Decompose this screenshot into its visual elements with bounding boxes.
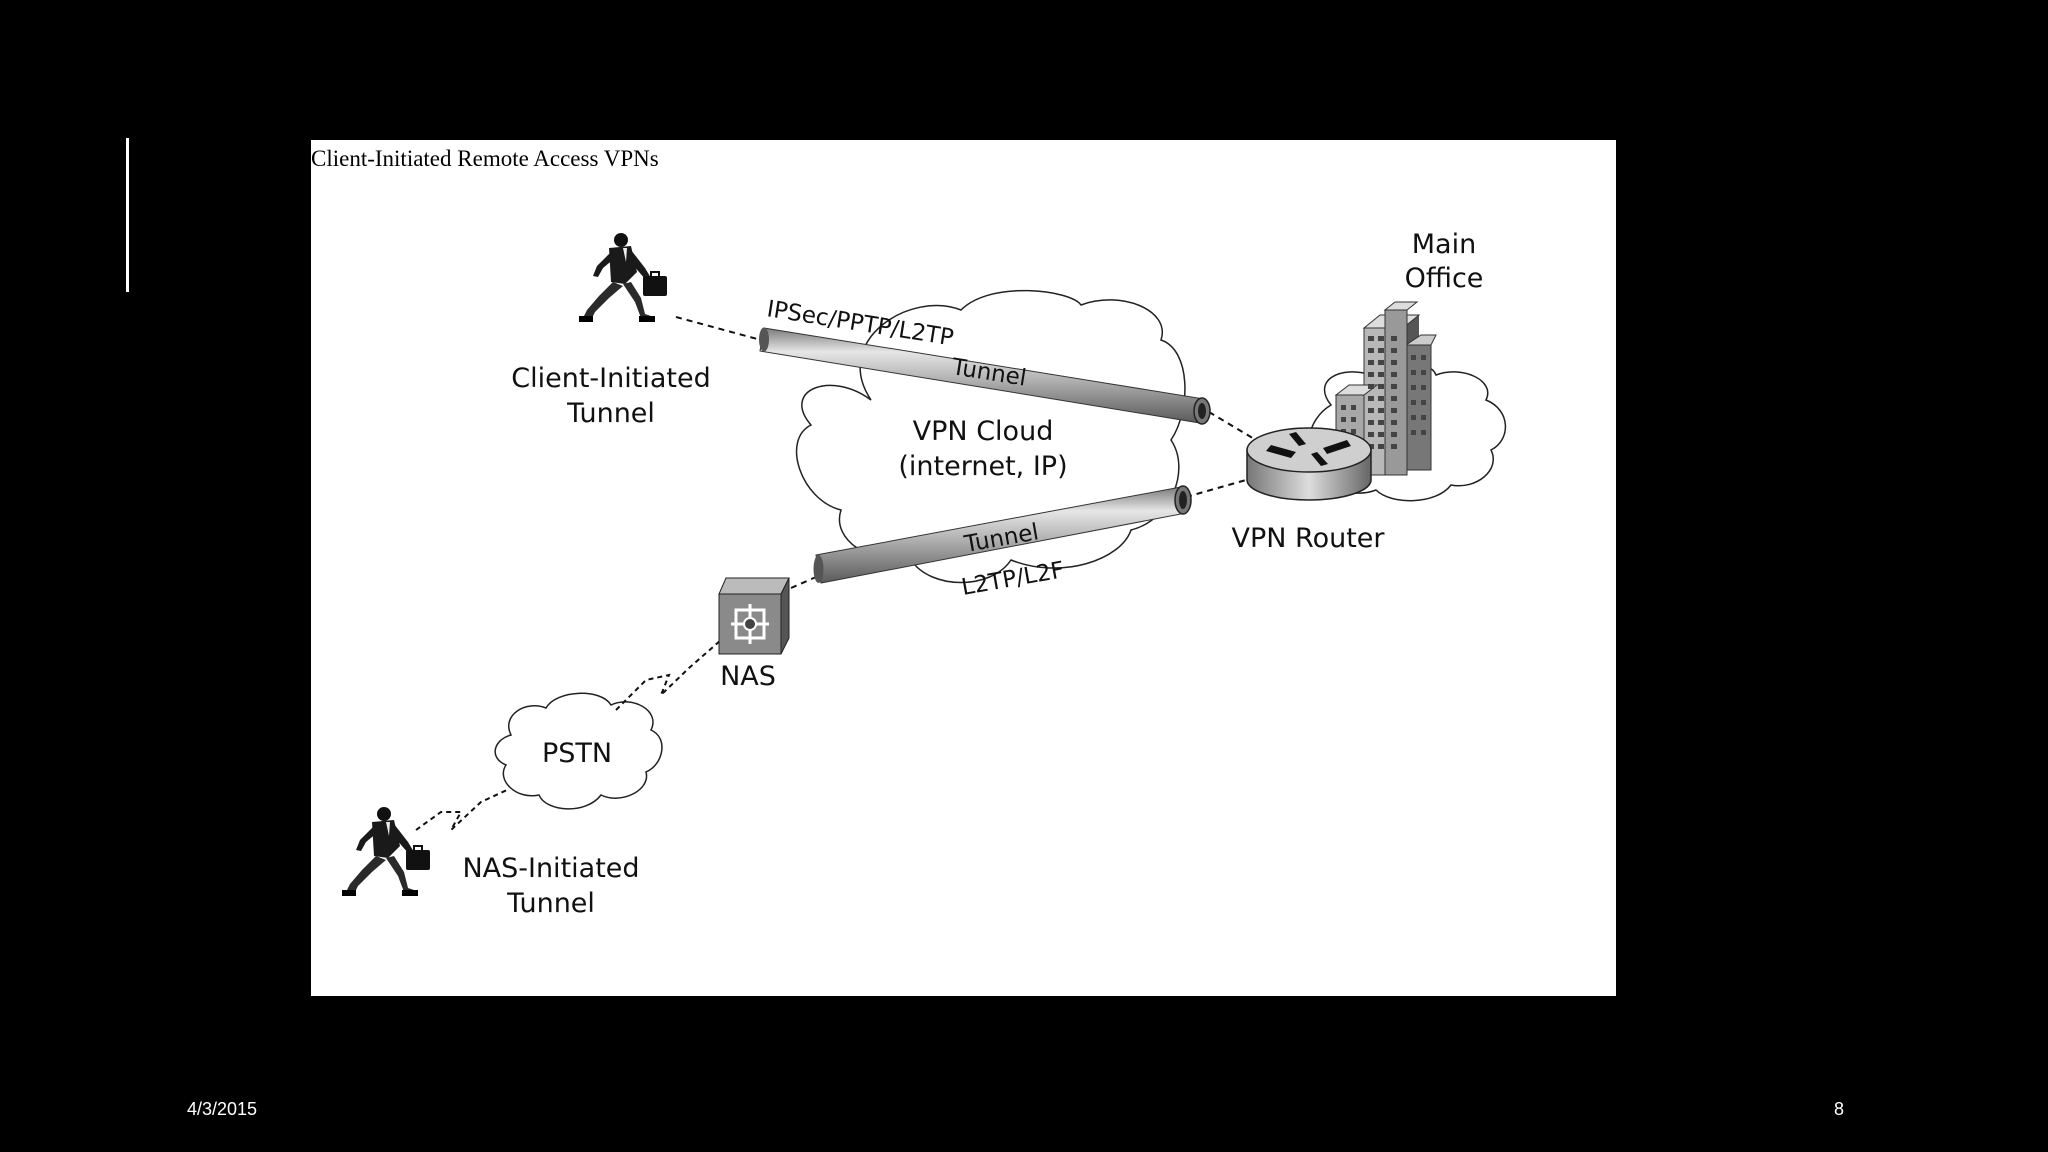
lower-tunnel-tube (813, 485, 1192, 584)
nas-switch-icon (718, 577, 790, 655)
diagram-canvas: Client-Initiated Tunnel IPSec/PPTP/L2TP … (341, 229, 1507, 919)
slide-page-number: 8 (1834, 1099, 1845, 1119)
main-office-label-line1: Main (1412, 229, 1476, 260)
pstn-cloud-icon (494, 692, 663, 810)
client-tunnel-label-line2: Tunnel (566, 398, 655, 429)
pstn-label: PSTN (542, 738, 612, 769)
nas-label: NAS (720, 661, 776, 692)
accent-bar (126, 138, 129, 292)
diagram-title: Client-Initiated Remote Access VPNs (311, 146, 659, 171)
nas-running-man-icon (341, 806, 431, 897)
router-icon (1246, 427, 1372, 501)
diagram-figure: Client-Initiated Tunnel IPSec/PPTP/L2TP … (311, 140, 1616, 996)
client-tunnel-label-line1: Client-Initiated (511, 363, 710, 394)
nas-tunnel-label-line1: NAS-Initiated (462, 853, 639, 884)
client-dashed-link (675, 316, 762, 341)
vpn-cloud-label-line1: VPN Cloud (913, 416, 1054, 447)
main-office-label-line2: Office (1405, 263, 1484, 294)
router-dashed-links (790, 411, 1257, 589)
slide-date: 4/3/2015 (187, 1099, 258, 1119)
vpn-cloud-label-line2: (internet, IP) (898, 451, 1067, 482)
client-running-man-icon (578, 232, 668, 323)
vpn-router-label: VPN Router (1231, 523, 1385, 554)
upper-tunnel-tube (759, 327, 1211, 425)
nas-tunnel-label-line2: Tunnel (506, 888, 595, 919)
dialup-zigzag-links (415, 639, 722, 831)
